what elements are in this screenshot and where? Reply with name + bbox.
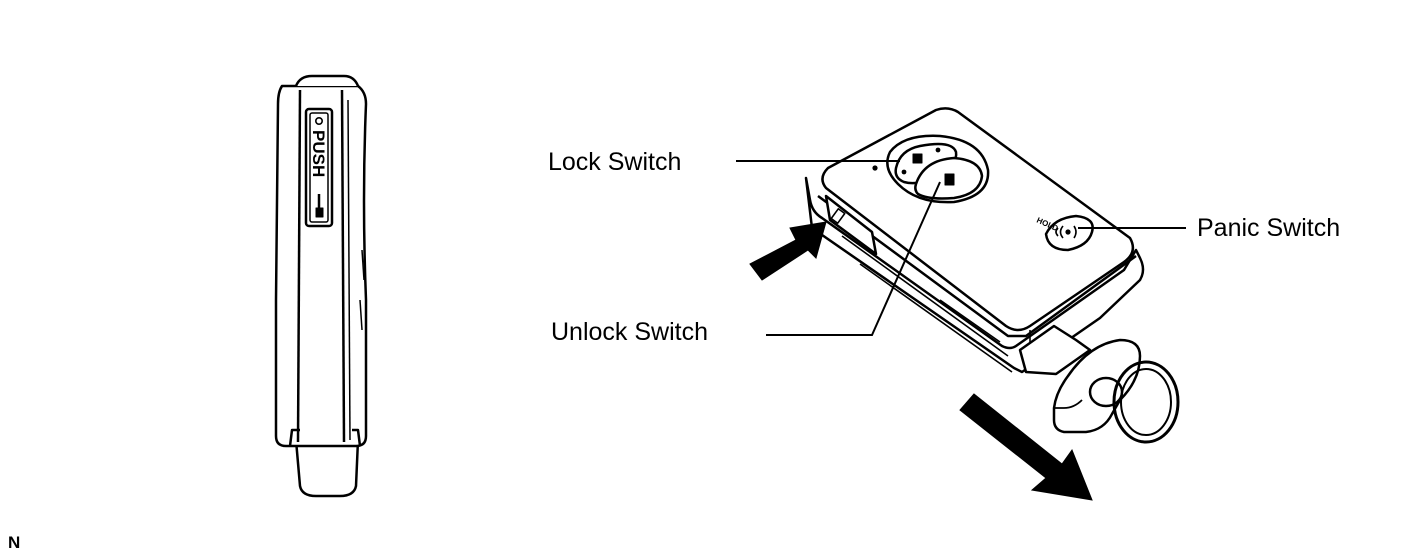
side-detail-1: [361, 249, 365, 281]
key-glyph-icon: [315, 207, 324, 218]
figure-code: N: [8, 533, 21, 552]
key-head-edge: [1054, 399, 1083, 409]
side-groove-right: [340, 89, 346, 443]
side-groove-inner: [347, 99, 351, 441]
key-side-view: [274, 74, 368, 498]
push-label: PUSH: [309, 130, 328, 177]
key-front-view: [804, 107, 1180, 444]
side-detail-2: [359, 299, 363, 331]
pull-direction-arrow: [959, 393, 1093, 501]
lock-dot-right: [935, 147, 941, 153]
side-bottom-right: [352, 428, 362, 447]
led-indicator-icon: [872, 165, 878, 171]
fob-side-line-1: [841, 235, 1009, 357]
release-slot-detail: [830, 207, 846, 225]
key-tip: [294, 438, 360, 498]
lock-icon: [912, 153, 923, 164]
side-groove-left: [296, 89, 302, 443]
key-ring-inner: [1120, 368, 1172, 436]
push-release-panel-inner: [309, 112, 329, 223]
lock-switch-label: Lock Switch: [548, 148, 682, 176]
panic-icon: [1055, 225, 1077, 239]
mechanical-key-blade: [1018, 324, 1092, 376]
push-dot-icon: [314, 117, 323, 126]
push-direction-arrow: [749, 221, 827, 281]
fob-side-line-2: [859, 263, 1013, 373]
unlock-icon: [944, 173, 955, 186]
fob-side-line-3: [939, 299, 1001, 343]
leader-lines: [736, 160, 1186, 336]
key-ring: [1112, 360, 1180, 444]
panic-switch-label: Panic Switch: [1197, 214, 1341, 242]
side-bottom-left: [288, 428, 300, 447]
fob-lower-shell: [804, 176, 1145, 374]
fob-bevel-line: [817, 194, 1137, 338]
side-top-cap: [294, 74, 360, 87]
lock-dot-left: [901, 169, 907, 175]
panic-icon-center: [1065, 229, 1071, 235]
unlock-switch-label: Unlock Switch: [551, 318, 708, 346]
unlock-leader-line: [766, 181, 941, 336]
